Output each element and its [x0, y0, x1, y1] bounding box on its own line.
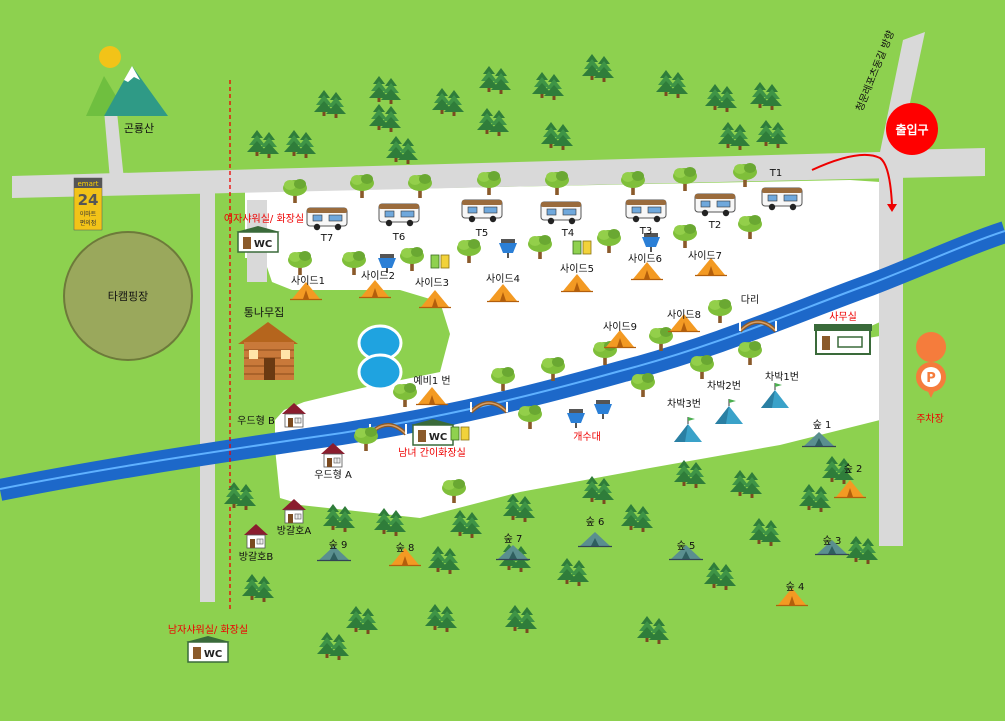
- entrance-label: 출입구: [895, 122, 928, 137]
- trailer-label: T6: [392, 232, 405, 243]
- office-label: 사무실: [829, 311, 857, 323]
- office-building[interactable]: [814, 324, 872, 355]
- forest-site-label: 숲 4: [786, 581, 805, 593]
- forest-site-label: 숲 7: [504, 533, 523, 545]
- parking-label: 주차장: [916, 413, 944, 425]
- log-house-icon[interactable]: [238, 322, 298, 380]
- side-site-label: 사이드5: [560, 263, 594, 275]
- side-site-label: 사이드3: [415, 277, 449, 289]
- wc-bottom-icon[interactable]: WC: [185, 635, 231, 663]
- shower-top-label: 여자샤워실/ 화장실: [224, 212, 304, 225]
- side-site-label: 사이드7: [688, 250, 722, 262]
- svg-text:P: P: [926, 371, 936, 386]
- bungalow-a-label: 방갈호A: [277, 524, 312, 537]
- shower-bottom-label: 남자샤워실/ 화장실: [168, 623, 248, 636]
- washroom-icon[interactable]: WC: [410, 418, 456, 446]
- trailer-label: T2: [708, 220, 721, 231]
- side-sites: 사이드1 사이드2 사이드3 사이드4 사이드5 사이드6 사이드7 사이드8 사이드9: [289, 250, 728, 349]
- svg-text:WC: WC: [204, 649, 222, 660]
- mountain-label: 곤룡산: [124, 122, 154, 135]
- forest-site-label: 숲 3: [823, 535, 842, 547]
- entrance-arrow-head: [887, 204, 897, 212]
- sink-label: 개수대: [573, 431, 601, 443]
- trailer-label: T7: [320, 233, 333, 244]
- svg-text:WC: WC: [254, 239, 272, 250]
- wc-top-icon[interactable]: WC: [235, 225, 281, 253]
- mountain-icon: [86, 46, 168, 116]
- trailer-label: T5: [475, 228, 488, 239]
- wood-b-label: 우드형 B: [237, 415, 275, 427]
- svg-text:WC: WC: [429, 432, 447, 443]
- forest-site-label: 숲 6: [586, 516, 605, 528]
- forest-site-label: 숲 9: [329, 539, 348, 551]
- svg-text:이마트: 이마트: [80, 210, 97, 218]
- forest-site-label: 숲 5: [677, 540, 696, 552]
- reserve-label: 예비1 번: [413, 375, 450, 387]
- field-label: 타캠핑장: [108, 290, 148, 303]
- emart-icon: emart 24 이마트 편의점: [73, 177, 103, 231]
- trailer-label: T1: [769, 168, 782, 179]
- svg-text:24: 24: [78, 191, 99, 209]
- forest-site-label: 숲 2: [844, 463, 863, 475]
- side-site-label: 사이드6: [628, 253, 662, 265]
- bridge-label: 다리: [741, 294, 759, 306]
- side-site-label: 사이드2: [361, 270, 395, 282]
- svg-text:emart: emart: [77, 180, 98, 188]
- side-site-label: 사이드9: [603, 321, 637, 333]
- car-site-label: 차박2번: [707, 380, 741, 392]
- washroom-label: 남녀 간이화장실: [398, 447, 466, 459]
- parking-icon[interactable]: P: [916, 332, 947, 398]
- side-site-label: 사이드8: [667, 309, 701, 321]
- side-site-label: 사이드1: [291, 275, 325, 287]
- car-site-label: 차박3번: [667, 398, 701, 410]
- river-highlight: [0, 230, 1005, 490]
- side-site-label: 사이드4: [486, 273, 520, 285]
- campground-field: [63, 231, 193, 361]
- forest-sites: 숲 1 숲 2 숲 3 숲 4 숲 5 숲 6 숲 7 숲 8 숲 9: [316, 419, 867, 607]
- entrance-arrow: [811, 153, 893, 206]
- car-site-label: 차박1번: [765, 371, 799, 383]
- wood-a-label: 우드형 A: [314, 469, 352, 481]
- svg-text:편의점: 편의점: [80, 219, 97, 227]
- trailer-label: T4: [561, 228, 574, 239]
- forest-site-label: 숲 1: [813, 419, 832, 431]
- log-house-label: 통나무집: [244, 306, 284, 319]
- entrance-marker[interactable]: [886, 103, 938, 155]
- trailer-label: T3: [639, 226, 652, 237]
- bungalow-b-label: 방갈호B: [239, 550, 274, 563]
- pond: [357, 324, 403, 391]
- forest-site-label: 숲 8: [396, 542, 415, 554]
